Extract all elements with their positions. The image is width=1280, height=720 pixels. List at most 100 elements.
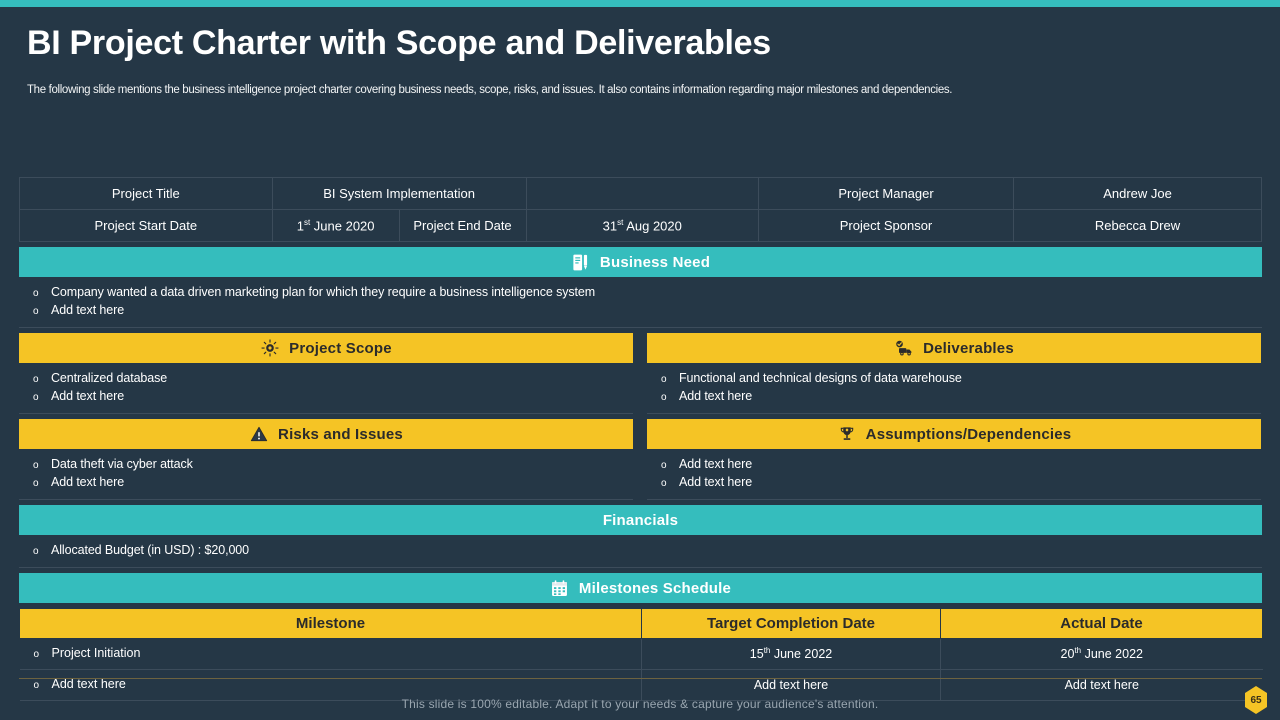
cell-spacer — [525, 177, 759, 210]
column-deliverables: Deliverables o Functional and technical … — [647, 328, 1261, 500]
target-date-rest: June 2022 — [770, 647, 833, 662]
bullets-assumptions: o Add text here o Add text here — [647, 449, 1261, 500]
cell-project-title-label: Project Title — [19, 177, 273, 210]
bullet-marker: o — [33, 679, 40, 691]
bullets-risks-and-issues: o Data theft via cyber attack o Add text… — [19, 449, 633, 500]
list-item-text: Add text here — [679, 457, 753, 471]
milestones-table: Milestone Target Completion Date Actual … — [19, 608, 1263, 701]
project-info-table: Project Title BI System Implementation P… — [19, 177, 1262, 242]
bullets-project-scope: o Centralized database o Add text here — [19, 363, 633, 414]
cell-actual-date: Add text here — [940, 669, 1263, 701]
warning-triangle-icon — [249, 424, 269, 444]
actual-date-day: 20 — [1060, 647, 1075, 662]
section-title-business-need: Business Need — [599, 253, 711, 271]
list-item: o Add text here — [33, 474, 633, 492]
bullet-marker: o — [33, 392, 39, 403]
bullet-marker: o — [33, 546, 39, 557]
column-header-milestone: Milestone — [19, 608, 642, 639]
table-row: Project Start Date 1st June 2020 Project… — [19, 209, 1262, 242]
table-header-row: Milestone Target Completion Date Actual … — [19, 608, 1263, 639]
list-item-text: Add text here — [679, 389, 753, 403]
bullet-marker: o — [33, 306, 39, 317]
section-header-milestones: Milestones Schedule — [19, 573, 1262, 603]
list-item-text: Functional and technical designs of data… — [679, 371, 962, 385]
end-date-ordinal: st — [617, 217, 624, 227]
column-header-target-date: Target Completion Date — [641, 608, 941, 639]
list-item: o Functional and technical designs of da… — [661, 370, 1261, 388]
page-subtitle: The following slide mentions the busines… — [27, 84, 953, 96]
section-header-risks-and-issues: Risks and Issues — [19, 419, 633, 449]
cell-milestone-name: o Add text here — [19, 669, 642, 701]
clipboard-pen-icon — [571, 252, 591, 272]
cell-actual-date: 20th June 2022 — [940, 638, 1263, 670]
cell-target-date: 15th June 2022 — [641, 638, 941, 670]
section-header-assumptions: Assumptions/Dependencies — [647, 419, 1261, 449]
actual-date-ordinal: th — [1074, 646, 1082, 656]
list-item-text: Company wanted a data driven marketing p… — [51, 285, 596, 299]
bullet-marker: o — [661, 478, 667, 489]
list-item-text: Add text here — [51, 303, 125, 317]
start-date-ordinal: st — [303, 217, 311, 227]
section-header-business-need: Business Need — [19, 247, 1262, 277]
bullets-deliverables: o Functional and technical designs of da… — [647, 363, 1261, 414]
cell-start-date-value: 1st June 2020 — [271, 209, 400, 242]
bullet-marker: o — [33, 374, 39, 385]
top-accent-bar — [0, 0, 1280, 7]
sun-gear-icon — [260, 338, 280, 358]
cell-project-title-value: BI System Implementation — [271, 177, 527, 210]
list-item: o Allocated Budget (in USD) : $20,000 — [33, 542, 1262, 560]
cell-end-date-label: Project End Date — [398, 209, 527, 242]
list-item-text: Add text here — [679, 475, 753, 489]
section-title-financials: Financials — [602, 511, 679, 529]
cell-target-date: Add text here — [641, 669, 941, 701]
cell-sponsor-value: Rebecca Drew — [1013, 209, 1262, 242]
list-item: o Add text here — [661, 456, 1261, 474]
list-item-text: Data theft via cyber attack — [51, 457, 193, 471]
milestone-name-text: Project Initiation — [51, 645, 141, 660]
trophy-icon — [837, 424, 857, 444]
page-title: BI Project Charter with Scope and Delive… — [27, 24, 771, 62]
cell-end-date-value: 31st Aug 2020 — [525, 209, 759, 242]
cell-start-date-label: Project Start Date — [19, 209, 273, 242]
bullet-marker: o — [661, 374, 667, 385]
list-item: o Add text here — [661, 474, 1261, 492]
footer-note: This slide is 100% editable. Adapt it to… — [401, 697, 879, 711]
list-item: o Add text here — [33, 302, 1262, 320]
section-title-assumptions: Assumptions/Dependencies — [865, 425, 1072, 443]
cell-project-manager-value: Andrew Joe — [1013, 177, 1262, 210]
bullet-marker: o — [33, 478, 39, 489]
cell-sponsor-label: Project Sponsor — [757, 209, 1015, 242]
table-row: o Add text here Add text here Add text he… — [19, 669, 1263, 701]
end-date-day: 31 — [602, 218, 618, 234]
column-header-actual-date: Actual Date — [940, 608, 1263, 639]
list-item-text: Add text here — [51, 389, 125, 403]
table-row: Project Title BI System Implementation P… — [19, 177, 1262, 210]
section-header-deliverables: Deliverables — [647, 333, 1261, 363]
target-date-day: 15 — [749, 647, 764, 662]
cell-milestone-name: o Project Initiation — [19, 638, 642, 670]
list-item: o Add text here — [661, 388, 1261, 406]
calendar-icon — [550, 578, 570, 598]
bullets-business-need: o Company wanted a data driven marketing… — [19, 277, 1262, 328]
list-item-text: Allocated Budget (in USD) : $20,000 — [51, 543, 250, 557]
charter-body: Project Title BI System Implementation P… — [19, 177, 1263, 701]
bullet-marker: o — [33, 648, 40, 660]
start-date-day: 1 — [296, 218, 304, 234]
milestone-name-text: Add text here — [51, 676, 126, 691]
bullets-financials: o Allocated Budget (in USD) : $20,000 — [19, 535, 1262, 568]
list-item: o Company wanted a data driven marketing… — [33, 284, 1262, 302]
section-title-deliverables: Deliverables — [923, 339, 1014, 357]
bullet-marker: o — [33, 460, 39, 471]
column-project-scope: Project Scope o Centralized database o A… — [19, 328, 633, 500]
list-item: o Data theft via cyber attack — [33, 456, 633, 474]
list-item-text: Add text here — [51, 475, 125, 489]
bullet-marker: o — [33, 288, 39, 299]
page-number-badge: 65 — [1245, 686, 1267, 714]
scope-deliverables-row: Project Scope o Centralized database o A… — [19, 328, 1262, 500]
list-item-text: Centralized database — [51, 371, 168, 385]
end-date-rest: Aug 2020 — [623, 218, 682, 234]
start-date-rest: June 2020 — [310, 218, 375, 234]
bullet-marker: o — [661, 392, 667, 403]
section-title-project-scope: Project Scope — [289, 339, 392, 357]
